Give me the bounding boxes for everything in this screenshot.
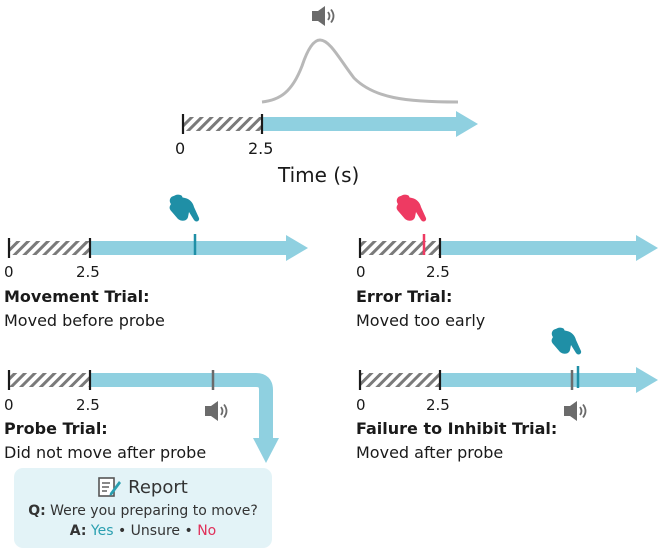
report-icon xyxy=(98,477,122,497)
time-arrow-head xyxy=(636,235,658,261)
tick-label-start: 0 xyxy=(356,396,366,414)
tick-label-end: 2.5 xyxy=(76,263,100,281)
trial-description: Did not move after probe xyxy=(4,443,206,462)
time-arrow-head xyxy=(286,235,308,261)
answer-separator: • xyxy=(117,523,127,539)
failure-trial: 0 2.5 Failure to Inhibit Trial: Moved af… xyxy=(356,327,658,462)
trial-description: Moved after probe xyxy=(356,443,503,462)
sound-envelope xyxy=(261,38,459,104)
trial-title: Probe Trial: xyxy=(4,419,108,438)
tick-label-end: 2.5 xyxy=(426,263,450,281)
trial-description: Moved too early xyxy=(356,311,485,330)
pointing-hand-icon xyxy=(169,194,200,222)
pre-interval-hatch xyxy=(9,241,90,255)
pointing-hand-icon xyxy=(551,327,582,355)
pointing-hand-icon xyxy=(396,194,427,222)
report-question: Q: Were you preparing to move? xyxy=(14,503,272,519)
answer-yes: Yes xyxy=(90,523,114,539)
speaker-icon xyxy=(563,400,587,422)
time-arrow-head xyxy=(253,438,279,463)
axis-label: Time (s) xyxy=(277,163,359,187)
trial-title: Error Trial: xyxy=(356,287,452,306)
time-arrow-shaft xyxy=(440,373,638,387)
report-title: Report xyxy=(128,476,188,498)
report-box: Report Q: Were you preparing to move? A:… xyxy=(14,468,272,548)
tick-label-start: 0 xyxy=(356,263,366,281)
question-label: Q: xyxy=(28,503,46,519)
answer-label: A: xyxy=(69,523,87,539)
trial-description: Moved before probe xyxy=(4,311,165,330)
question-text: Were you preparing to move? xyxy=(50,503,258,519)
report-answers: A: Yes • Unsure • No xyxy=(14,523,272,539)
trial-title: Failure to Inhibit Trial: xyxy=(356,419,557,438)
time-arrow-shaft xyxy=(90,373,273,440)
answer-separator: • xyxy=(184,523,193,539)
top-timeline: 0 2.5 Time (s) xyxy=(175,5,478,187)
tick-label-end: 2.5 xyxy=(248,139,273,158)
tick-label-start: 0 xyxy=(4,396,14,414)
pre-interval-hatch xyxy=(183,117,262,131)
answer-no: No xyxy=(197,523,217,539)
pre-interval-hatch xyxy=(360,373,440,387)
time-arrow-shaft xyxy=(90,241,288,255)
speaker-icon xyxy=(311,5,335,27)
tick-label-end: 2.5 xyxy=(76,396,100,414)
error-trial: 0 2.5 Error Trial: Moved too early xyxy=(356,194,658,330)
answer-unsure: Unsure xyxy=(130,523,181,539)
tick-label-end: 2.5 xyxy=(426,396,450,414)
movement-trial: 0 2.5 Movement Trial: Moved before probe xyxy=(4,194,308,330)
time-arrow-head xyxy=(636,367,658,393)
tick-label-start: 0 xyxy=(4,263,14,281)
pre-interval-hatch xyxy=(9,373,90,387)
time-arrow-shaft xyxy=(440,241,638,255)
report-header: Report xyxy=(14,476,272,498)
speaker-icon xyxy=(204,400,228,422)
time-arrow-head xyxy=(456,111,478,137)
tick-label-start: 0 xyxy=(175,139,185,158)
pre-interval-hatch xyxy=(360,241,440,255)
time-arrow-shaft xyxy=(262,117,458,131)
trial-title: Movement Trial: xyxy=(4,287,150,306)
probe-trial: 0 2.5 Probe Trial: Did not move after pr… xyxy=(4,370,279,463)
